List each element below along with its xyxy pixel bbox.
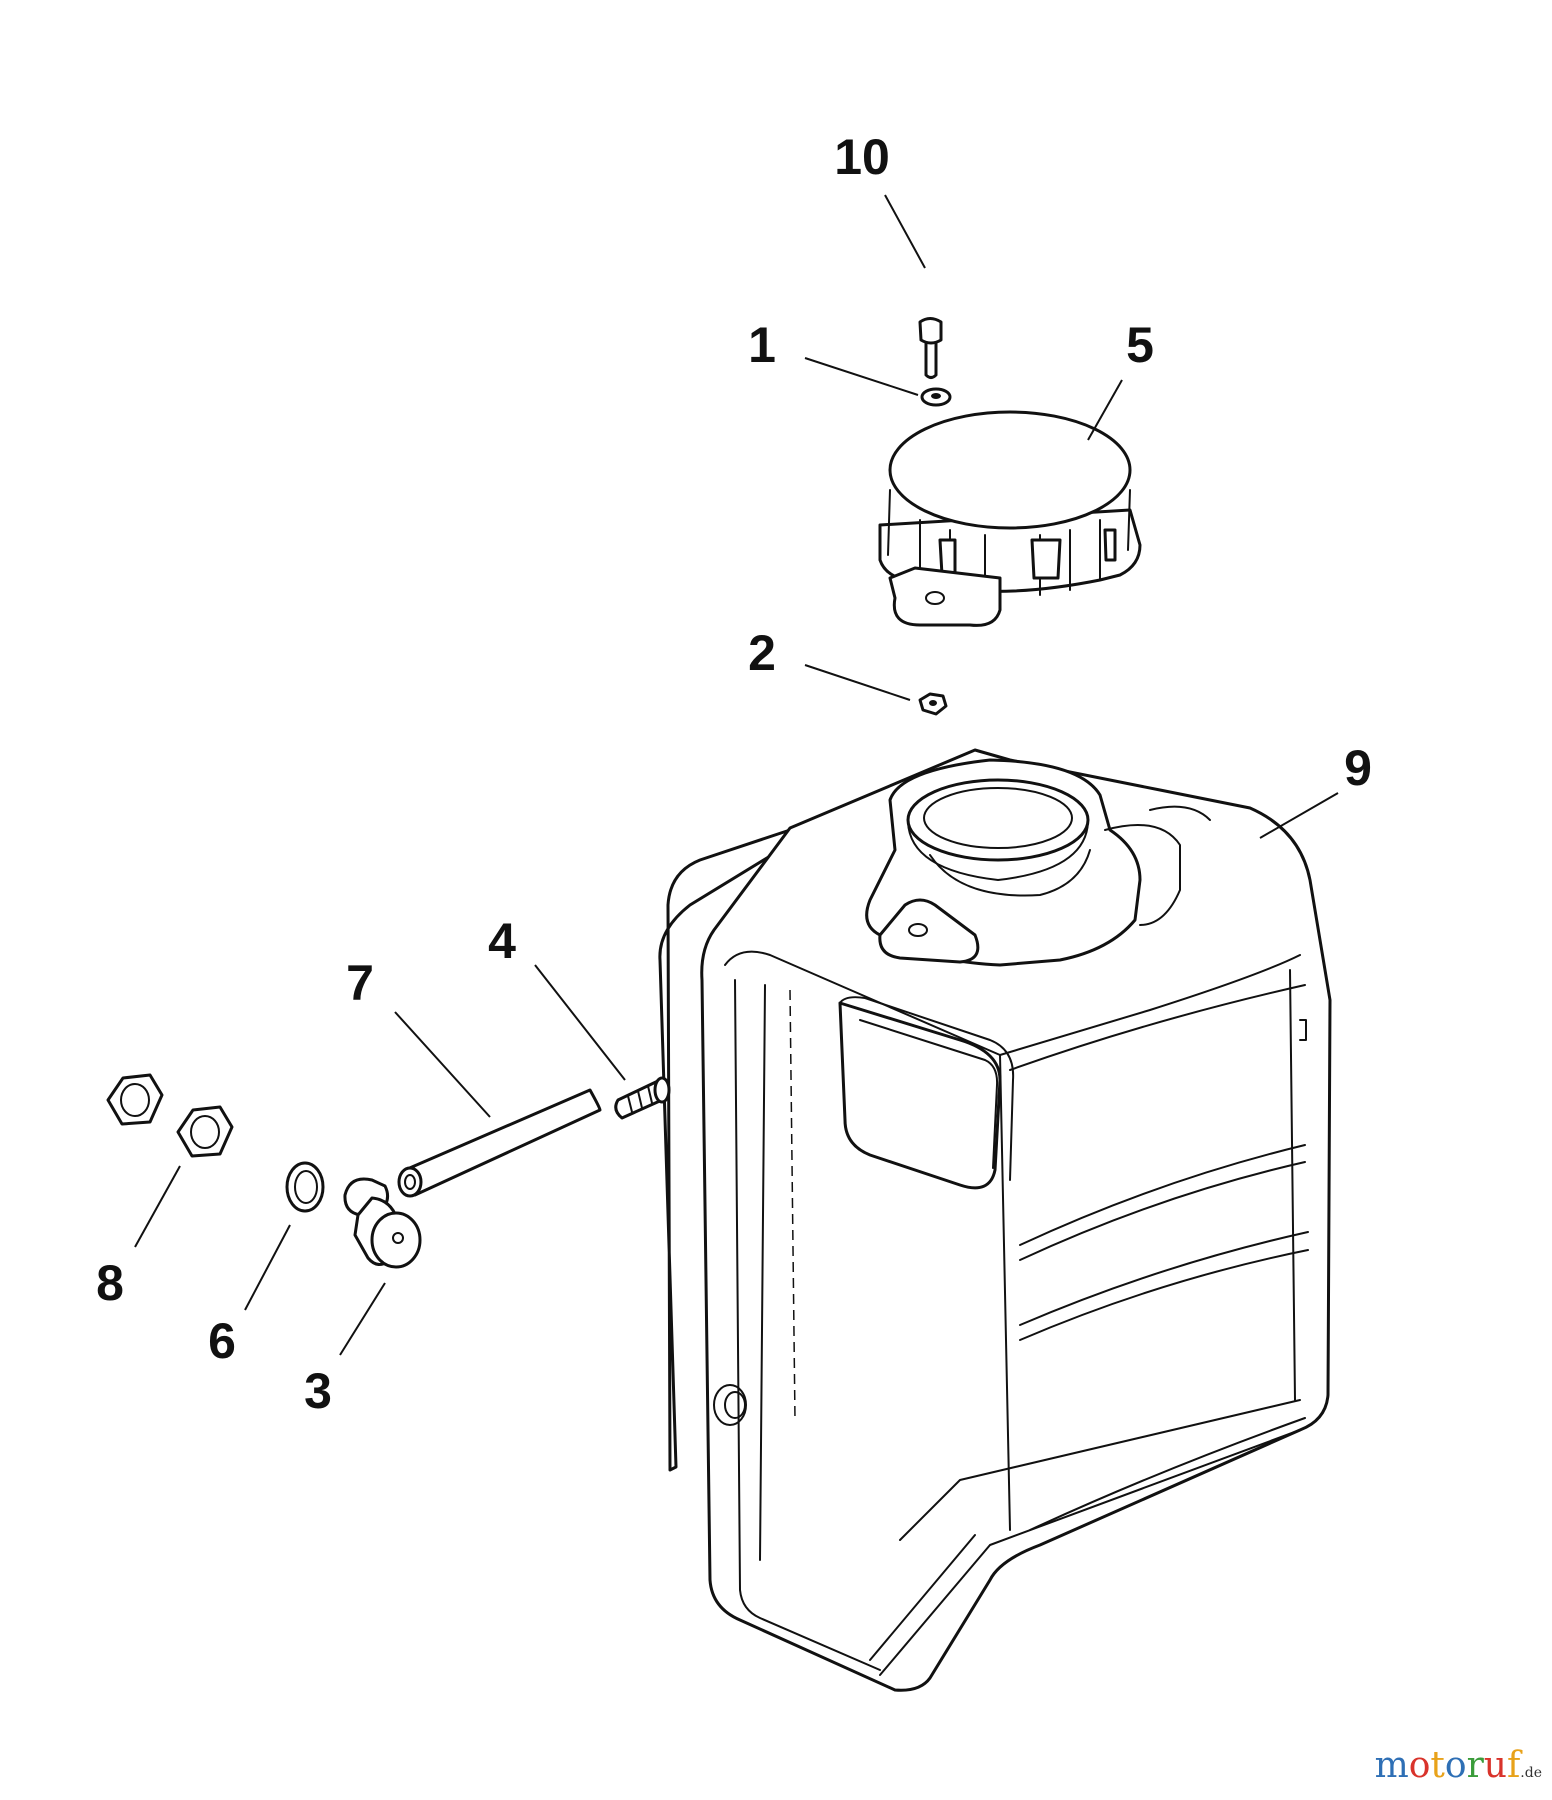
leader-10 xyxy=(884,194,926,269)
callout-5: 5 xyxy=(1126,317,1154,373)
leader-4 xyxy=(534,964,626,1081)
filler-cap xyxy=(878,410,1142,627)
wm-letter: o xyxy=(1408,1745,1431,1786)
leader-9 xyxy=(1259,792,1339,839)
callout-10: 10 xyxy=(834,129,890,185)
leader-5 xyxy=(1087,379,1123,441)
washer xyxy=(920,387,952,407)
callout-4: 4 xyxy=(488,913,516,969)
leader-3 xyxy=(339,1282,386,1356)
leader-6 xyxy=(244,1224,291,1311)
leader-2 xyxy=(804,664,911,701)
leader-7 xyxy=(394,1011,491,1118)
leader-1 xyxy=(804,357,919,396)
callout-3: 3 xyxy=(304,1363,332,1419)
callout-6: 6 xyxy=(208,1313,236,1369)
wm-letter: m xyxy=(1374,1745,1409,1786)
hex-nut xyxy=(918,692,948,716)
callout-2: 2 xyxy=(748,625,776,681)
wm-letter: u xyxy=(1483,1745,1507,1786)
callout-7: 7 xyxy=(346,955,374,1011)
wm-letter: o xyxy=(1444,1745,1467,1786)
wm-letter: r xyxy=(1466,1745,1484,1786)
callout-9: 9 xyxy=(1344,740,1372,796)
fuel-line-tube xyxy=(397,1088,602,1198)
watermark-logo: motoruf.de xyxy=(1375,1745,1542,1786)
callout-8: 8 xyxy=(96,1255,124,1311)
jam-nuts xyxy=(106,1073,234,1158)
fuel-tank xyxy=(658,748,1332,1692)
grommet-fitting xyxy=(614,1076,671,1120)
elbow-fitting xyxy=(343,1177,422,1269)
cap-bolt xyxy=(918,317,943,379)
wm-tld: .de xyxy=(1520,1765,1542,1781)
o-ring xyxy=(285,1161,325,1213)
leader-8 xyxy=(134,1165,181,1248)
wm-letter: f xyxy=(1506,1745,1521,1786)
wm-letter: t xyxy=(1430,1745,1445,1786)
callout-1: 1 xyxy=(748,317,776,373)
